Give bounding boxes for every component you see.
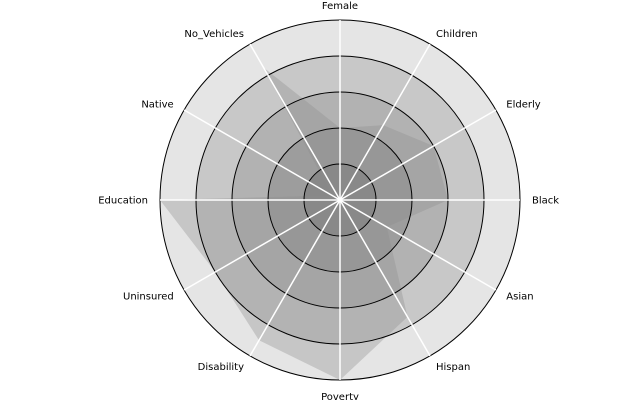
spoke-line xyxy=(339,199,497,291)
spoke-line xyxy=(183,109,341,201)
spoke-line xyxy=(249,43,341,201)
axis-label: Asian xyxy=(506,292,533,303)
spoke-line xyxy=(249,199,341,357)
axis-label: Disability xyxy=(198,362,244,373)
axis-labels: FemaleChildrenElderlyBlackAsianHispanPov… xyxy=(98,1,559,400)
spoke-line xyxy=(339,43,431,201)
axis-label: Black xyxy=(532,196,559,207)
spoke-line xyxy=(339,109,497,201)
axis-label: Uninsured xyxy=(123,292,174,303)
spoke-line xyxy=(183,199,341,291)
axis-label: Elderly xyxy=(506,100,540,111)
axis-label: Children xyxy=(436,29,478,40)
axis-label: Hispan xyxy=(436,362,470,373)
axis-label: Education xyxy=(98,196,148,207)
spoke-line xyxy=(339,199,431,357)
spoke-gridlines xyxy=(160,20,520,380)
axis-label: Female xyxy=(322,1,358,12)
axis-label: No_Vehicles xyxy=(184,29,244,40)
axis-label: Poverty xyxy=(321,392,359,400)
axis-label: Native xyxy=(141,100,173,111)
